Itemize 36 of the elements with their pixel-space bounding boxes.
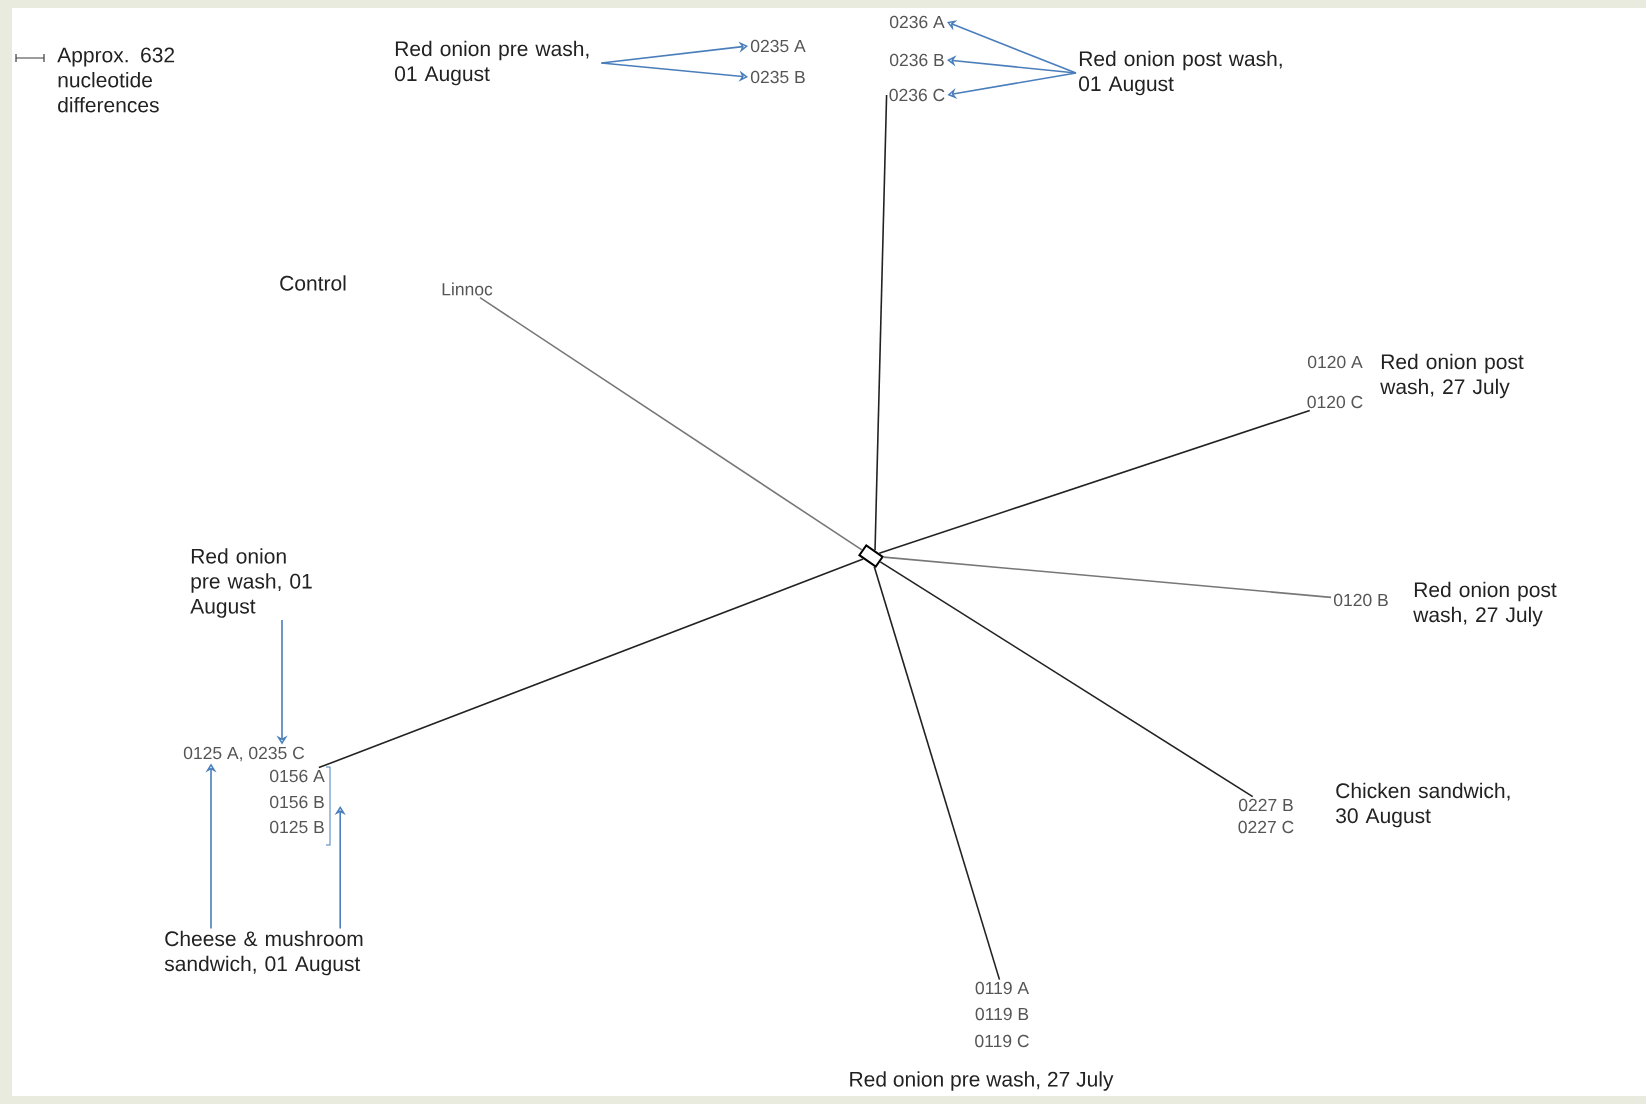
sample-id: 0119 A xyxy=(975,981,1030,995)
sample-id: 0125 A, 0235 C xyxy=(183,746,305,762)
sample-label: Red onion pre wash, 01 August xyxy=(395,40,589,86)
branch-line xyxy=(879,561,1254,798)
sample-id: 0120 B xyxy=(1333,593,1388,607)
sample-id: 0120 A xyxy=(1307,355,1363,369)
branch-line xyxy=(873,566,1001,981)
sample-id: 0119 B xyxy=(975,1007,1029,1021)
sample-label: Red onion post wash, 01 August xyxy=(1079,50,1282,96)
group-label: Red onion pre wash, 27 July xyxy=(850,1071,1114,1091)
sample-id: 0119 C xyxy=(975,1034,1029,1048)
group-label: Red onion post wash, 27 July xyxy=(1413,581,1557,627)
sample-id: 0236 C xyxy=(889,88,945,102)
group-label: Red onion post wash, 27 July xyxy=(1380,353,1524,399)
branch-line xyxy=(479,296,863,551)
scale-label: Approx. 632 nucleotide differences xyxy=(57,47,175,113)
sample-id: Linnoc xyxy=(442,282,493,296)
sample-id: 0235 A xyxy=(750,39,806,53)
branch-line xyxy=(878,409,1311,555)
sample-label: Red onion pre wash, 01 August xyxy=(190,548,312,618)
sample-label: Cheese & mushroom sandwich, 01 August xyxy=(164,930,363,976)
sample-id: 0120 C xyxy=(1307,395,1363,409)
sample-id: 0156 B xyxy=(270,795,324,809)
group-label: Control xyxy=(280,275,346,291)
sample-id: 0227 C xyxy=(1238,820,1294,834)
branch-line xyxy=(874,94,888,552)
branch-line xyxy=(318,558,864,769)
sample-id: 0236 B xyxy=(889,53,944,67)
branch-line xyxy=(882,556,1332,599)
group-label: Chicken sandwich, 30 August xyxy=(1336,782,1510,828)
sample-id: 0236 A xyxy=(889,15,945,29)
sample-id: 0125 B xyxy=(270,820,324,834)
bracket xyxy=(325,766,331,846)
sample-id: 0227 B xyxy=(1238,798,1293,812)
sample-id: 0235 B xyxy=(750,70,805,84)
sample-id: 0156 A xyxy=(270,769,325,783)
